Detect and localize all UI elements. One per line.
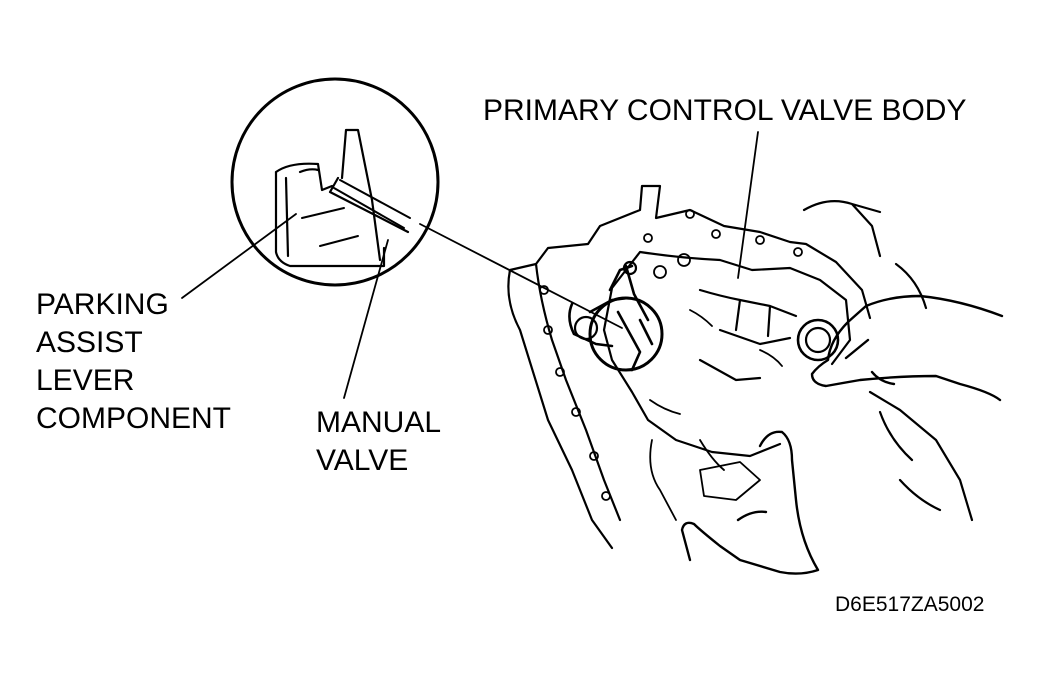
label-manual-line-1: MANUAL: [316, 406, 442, 439]
leader-parking: [181, 213, 297, 299]
case-outline: [507, 184, 872, 550]
manual-valve-in-body: [568, 260, 664, 372]
case-bolts: [539, 209, 803, 501]
manual-valve-rod: [333, 179, 411, 229]
technician-hands: [680, 294, 1004, 575]
hand-lower: [680, 430, 820, 575]
label-parking-line-2: ASSIST: [36, 326, 143, 359]
case-right-housing: [802, 199, 974, 522]
valve-body-channels: [649, 309, 783, 521]
label-parking-line-4: COMPONENT: [36, 402, 231, 435]
manual-valve-detail: [328, 128, 410, 262]
magnifier-circle: [230, 77, 440, 287]
label-primary-text: PRIMARY CONTROL VALVE BODY: [483, 94, 967, 127]
label-parking-assist-lever-component: PARKING ASSIST LEVER COMPONENT: [36, 286, 231, 438]
leader-primary: [737, 131, 759, 279]
parking-lever-detail: [274, 162, 386, 268]
valve-body-plate: [602, 250, 852, 458]
label-manual-valve: MANUAL VALVE: [316, 404, 441, 480]
transmission-case: [507, 184, 974, 550]
leader-magnifier-to-body: [419, 223, 623, 329]
manual-valve-ring: [588, 296, 664, 372]
filter-ring: [796, 318, 840, 362]
figure-code: D6E517ZA5002: [835, 593, 985, 616]
label-primary-control-valve-body: PRIMARY CONTROL VALVE BODY: [483, 92, 966, 130]
leader-manual: [343, 239, 389, 399]
label-parking-line-3: LEVER: [36, 364, 135, 397]
label-manual-line-2: VALVE: [316, 444, 409, 477]
leader-lines: [181, 131, 759, 399]
label-parking-line-1: PARKING: [36, 288, 169, 321]
detail-magnifier: [230, 77, 440, 287]
hand-right: [810, 294, 1004, 402]
lever-hatch: [301, 207, 359, 247]
